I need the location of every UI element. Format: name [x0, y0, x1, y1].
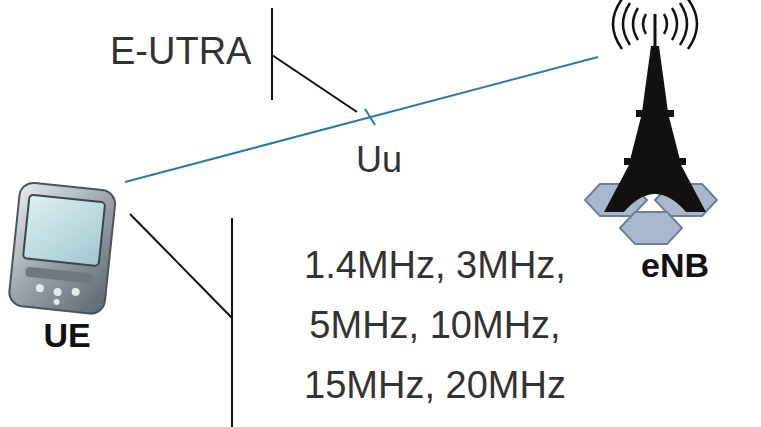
- bandwidth-list: 1.4MHz, 3MHz, 5MHz, 10MHz, 15MHz, 20MHz: [265, 235, 605, 415]
- phone-icon: [8, 182, 116, 315]
- radio-link: [125, 57, 598, 182]
- network-element: UE: [0, 180, 130, 358]
- tower-icon: [604, 0, 706, 212]
- interface-name: E-UTRA: [110, 30, 251, 73]
- network-element: eNB: [598, 0, 738, 292]
- interface-name: Uu: [354, 139, 404, 181]
- element-label: UE: [43, 316, 90, 355]
- element-label: eNB: [641, 246, 709, 285]
